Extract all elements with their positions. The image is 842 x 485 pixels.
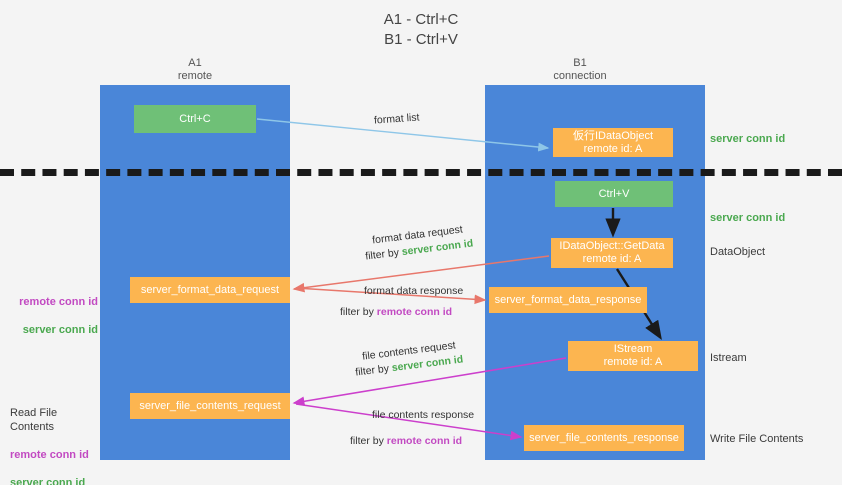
filter-value-remote-conn-id: remote conn id <box>376 306 453 318</box>
edge-label-format-data-response: format data response <box>364 285 464 297</box>
label-remote-conn-id-2: remote conn id <box>10 449 89 461</box>
node-server-format-data-response[interactable]: server_format_data_response <box>489 287 647 313</box>
filter-prefix: filter by <box>364 246 403 263</box>
edge-filter-format-data-response: filter by remote conn id <box>340 305 452 320</box>
node-ctrl-v[interactable]: Ctrl+V <box>555 181 673 207</box>
filter-prefix: filter by <box>340 306 377 318</box>
label-istream: Istream <box>710 352 747 364</box>
label-remote-conn-id: remote conn id <box>19 296 98 308</box>
phase-divider <box>0 169 842 176</box>
node-idataobject[interactable]: 仮行IDataObject remote id: A <box>553 128 673 157</box>
edge-label-file-contents-response: file contents response <box>372 409 475 421</box>
node-server-file-contents-response[interactable]: server_file_contents_response <box>524 425 684 451</box>
label-conn-id-pair-top: remote conn id server conn id <box>10 281 98 351</box>
label-write-file-contents: Write File Contents <box>710 433 804 445</box>
lane-header-b1: B1 connection <box>553 57 607 82</box>
label-server-conn-id-top: server conn id <box>710 133 786 145</box>
node-istream[interactable]: IStream remote id: A <box>568 341 698 371</box>
label-server-conn-id: server conn id <box>22 324 98 336</box>
node-server-file-contents-request[interactable]: server_file_contents_request <box>130 393 290 419</box>
filter-value-remote-conn-id: remote conn id <box>386 435 463 447</box>
label-server-conn-id-2: server conn id <box>10 477 86 485</box>
node-server-format-data-request[interactable]: server_format_data_request <box>130 277 290 303</box>
lane-header-a1: A1 remote <box>177 57 213 82</box>
edge-label-format-list: format list <box>373 111 420 127</box>
filter-prefix: filter by <box>354 362 393 379</box>
label-server-conn-id-mid: server conn id <box>710 212 786 224</box>
edge-filter-file-contents-response: filter by remote conn id <box>350 434 462 449</box>
label-read-file-contents: Read File Contents <box>10 407 58 433</box>
label-conn-id-pair-bottom: Read File Contents remote conn id server… <box>10 392 102 485</box>
node-ctrl-c[interactable]: Ctrl+C <box>134 105 256 133</box>
node-idataobject-getdata[interactable]: IDataObject::GetData remote id: A <box>551 238 673 268</box>
diagram-title: A1 - Ctrl+C B1 - Ctrl+V <box>383 11 459 48</box>
label-dataobject: DataObject <box>710 246 766 258</box>
filter-prefix: filter by <box>350 435 387 447</box>
